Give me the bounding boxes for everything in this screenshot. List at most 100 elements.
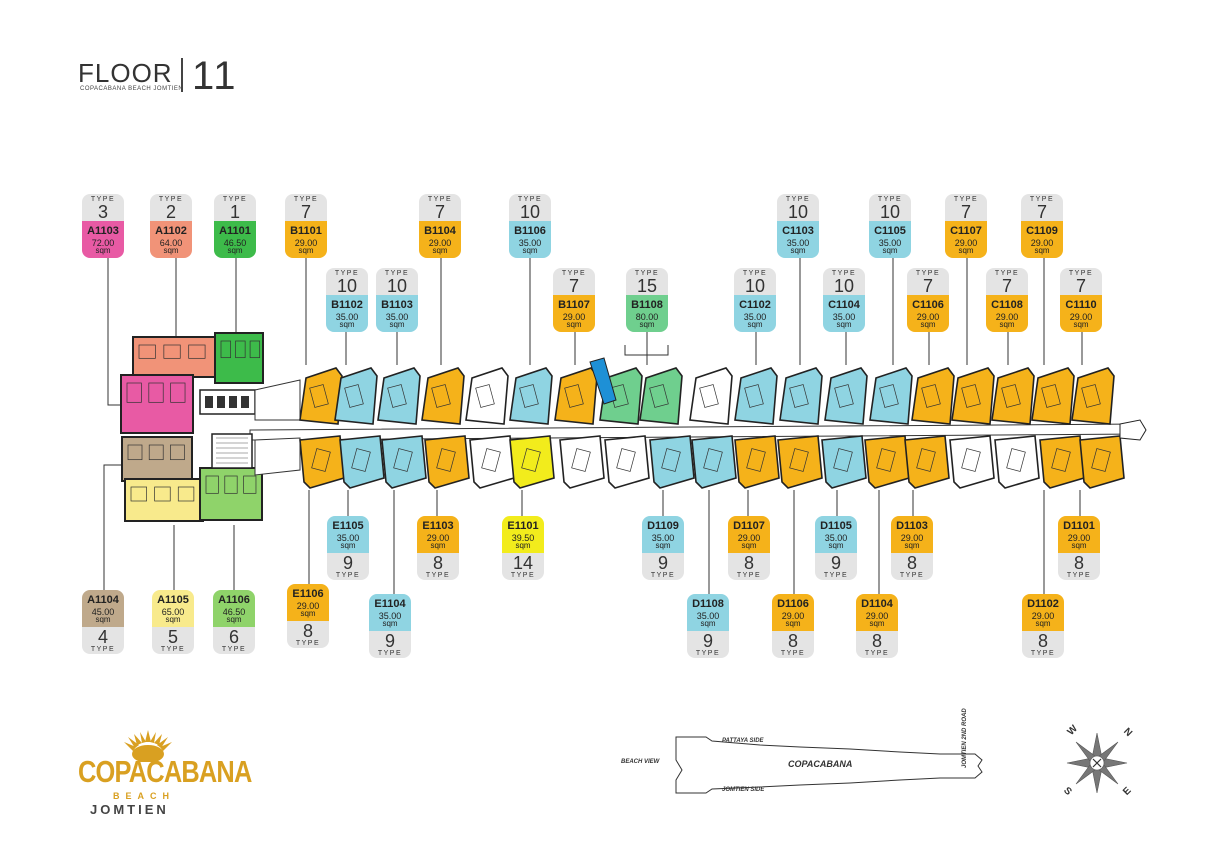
- unit-sqm: sqm: [432, 246, 448, 255]
- top-unit-shape: [911, 367, 955, 425]
- unit-sqm: sqm: [958, 246, 974, 255]
- type-number: 7: [434, 202, 445, 222]
- unit-area: 35.00: [385, 312, 409, 322]
- unit-number: A1102: [155, 225, 187, 237]
- type-label: TYPE: [158, 196, 184, 203]
- type-label: TYPE: [736, 572, 762, 579]
- bottom-unit-shape: [734, 435, 780, 489]
- bottom-unit-shape: [424, 435, 470, 489]
- type-label: TYPE: [823, 572, 849, 579]
- unit-area: 35.00: [824, 533, 848, 543]
- unit-number: B1108: [631, 299, 663, 311]
- type-label: TYPE: [877, 196, 903, 203]
- bottom-unit-shape: [864, 435, 910, 489]
- top-unit-shape: [639, 367, 683, 425]
- type-label: TYPE: [222, 196, 248, 203]
- lift-shaft: [241, 396, 249, 408]
- unit-sqm: sqm: [1034, 246, 1050, 255]
- unit-area: 35.00: [336, 533, 360, 543]
- unit-sqm: sqm: [920, 320, 936, 329]
- type-label: TYPE: [831, 270, 857, 277]
- top-unit-shape: [509, 367, 553, 425]
- unit-sqm: sqm: [1071, 541, 1087, 550]
- top-unit-shape: [991, 367, 1035, 425]
- type-label: TYPE: [160, 646, 186, 653]
- unit-sqm: sqm: [95, 615, 111, 624]
- type-label: TYPE: [561, 270, 587, 277]
- type-label: TYPE: [90, 196, 116, 203]
- unit-sqm: sqm: [904, 541, 920, 550]
- unit-number: A1106: [218, 594, 250, 606]
- furniture: [130, 486, 147, 502]
- type-label: TYPE: [384, 270, 410, 277]
- unit-area: 35.00: [832, 312, 856, 322]
- unit-sqm: sqm: [999, 320, 1015, 329]
- furniture: [127, 444, 143, 461]
- unit-number: B1106: [514, 225, 546, 237]
- type-number: 15: [636, 276, 658, 296]
- type-number: 7: [300, 202, 311, 222]
- type-label: TYPE: [785, 196, 811, 203]
- type-number: 6: [228, 627, 239, 647]
- furniture: [224, 475, 238, 494]
- unit-sqm: sqm: [747, 320, 763, 329]
- unit-number: B1107: [558, 299, 590, 311]
- unit-sqm: sqm: [165, 615, 181, 624]
- corridor-end: [1119, 419, 1147, 441]
- type-number: 8: [1037, 631, 1048, 651]
- type-number: 8: [432, 553, 443, 573]
- unit-number: E1104: [374, 598, 406, 610]
- furniture: [148, 382, 164, 403]
- furniture: [138, 344, 156, 359]
